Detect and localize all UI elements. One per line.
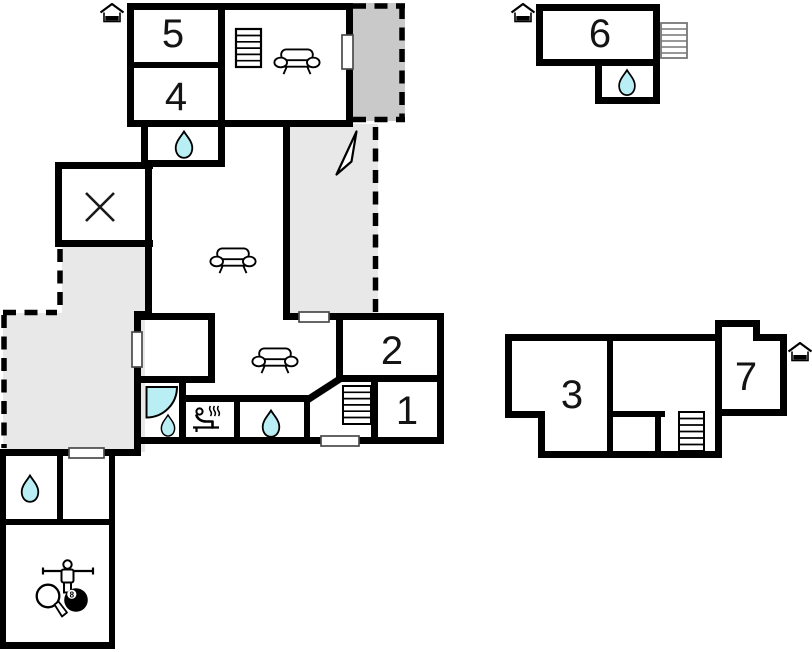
foosball-player-icon bbox=[41, 559, 95, 594]
window-marker-2 bbox=[131, 331, 143, 368]
sofa-icon-living-2 bbox=[251, 347, 299, 375]
window-marker-1 bbox=[341, 34, 354, 70]
stairs-icon-external bbox=[660, 22, 688, 59]
billiard-ball-digit: 8 bbox=[70, 590, 75, 599]
terrace-dark bbox=[353, 3, 405, 123]
window-marker-3 bbox=[298, 311, 330, 323]
cross-marker-icon bbox=[85, 192, 115, 222]
annex-bottom-left-walls bbox=[0, 449, 141, 649]
room-3-label: 3 bbox=[561, 373, 583, 417]
sofa-icon-upper bbox=[273, 48, 321, 76]
sauna-icon bbox=[193, 405, 221, 432]
house-entrance-icon-1 bbox=[99, 2, 125, 23]
water-drop-icon-2 bbox=[160, 414, 176, 437]
main-lower-walls bbox=[134, 311, 444, 456]
water-drop-icon-4 bbox=[20, 474, 40, 503]
water-drop-icon-5 bbox=[618, 69, 636, 96]
annex-right-walls bbox=[505, 320, 787, 458]
room-5-label: 5 bbox=[162, 12, 184, 56]
north-arrow-icon bbox=[335, 130, 358, 176]
room-2-label: 2 bbox=[381, 329, 403, 373]
billiard-8ball-icon: 8 bbox=[64, 588, 88, 612]
stairs-icon-main bbox=[342, 385, 372, 425]
house-entrance-icon-2 bbox=[510, 2, 536, 23]
storage-room-walls bbox=[55, 160, 153, 318]
corner-shower-icon bbox=[145, 386, 179, 419]
water-drop-icon-1 bbox=[174, 130, 194, 159]
window-marker-4 bbox=[320, 435, 360, 447]
stairs-icon-upper-unit bbox=[234, 27, 263, 69]
water-drop-icon-3 bbox=[261, 409, 281, 438]
game-room-icons: 8 bbox=[35, 559, 95, 618]
sofa-icon-living-1 bbox=[209, 247, 257, 275]
terrace-left bbox=[1, 247, 145, 452]
terrace-north bbox=[290, 124, 379, 315]
room-1-label: 1 bbox=[396, 389, 418, 433]
room-6-label: 6 bbox=[589, 12, 611, 56]
window-marker-5 bbox=[68, 447, 105, 459]
room-4-label: 4 bbox=[165, 75, 187, 119]
house-entrance-icon-3 bbox=[787, 341, 812, 362]
stairs-icon-annex-right bbox=[678, 411, 705, 452]
room-7-label: 7 bbox=[735, 355, 757, 399]
table-tennis-paddle-icon bbox=[35, 583, 68, 618]
annex-top-right-walls bbox=[536, 4, 660, 104]
